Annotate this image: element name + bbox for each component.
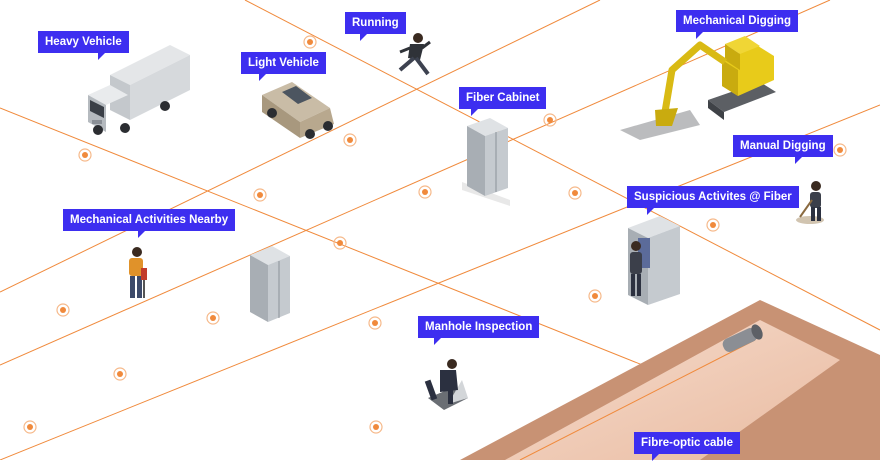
mechanical-digging-excavator <box>620 36 776 140</box>
trench <box>460 300 880 460</box>
label-suspicious-activities: Suspicious Activites @ Fiber <box>627 186 799 215</box>
label-running: Running <box>345 12 406 41</box>
running-person <box>398 33 431 76</box>
fiber-cabinet-top <box>462 118 510 206</box>
label-fibre-optic-cable: Fibre-optic cable <box>634 432 741 461</box>
open-cabinet-suspicious <box>628 216 680 305</box>
cable-reel <box>722 324 763 352</box>
jackhammer-worker <box>129 247 147 298</box>
manual-digging-person <box>796 181 824 224</box>
label-mechanical-activities-nearby: Mechanical Activities Nearby <box>63 209 236 238</box>
label-heavy-vehicle: Heavy Vehicle <box>38 31 129 60</box>
manhole-inspector <box>424 359 468 410</box>
label-manhole-inspection: Manhole Inspection <box>418 316 540 345</box>
light-vehicle-car <box>262 82 334 139</box>
label-mechanical-digging: Mechanical Digging <box>676 10 798 39</box>
label-manual-digging: Manual Digging <box>733 135 833 164</box>
heavy-vehicle-truck <box>88 45 190 135</box>
label-fiber-cabinet: Fiber Cabinet <box>459 87 547 116</box>
label-light-vehicle: Light Vehicle <box>241 52 326 81</box>
fiber-cabinet-bottom <box>250 246 290 322</box>
